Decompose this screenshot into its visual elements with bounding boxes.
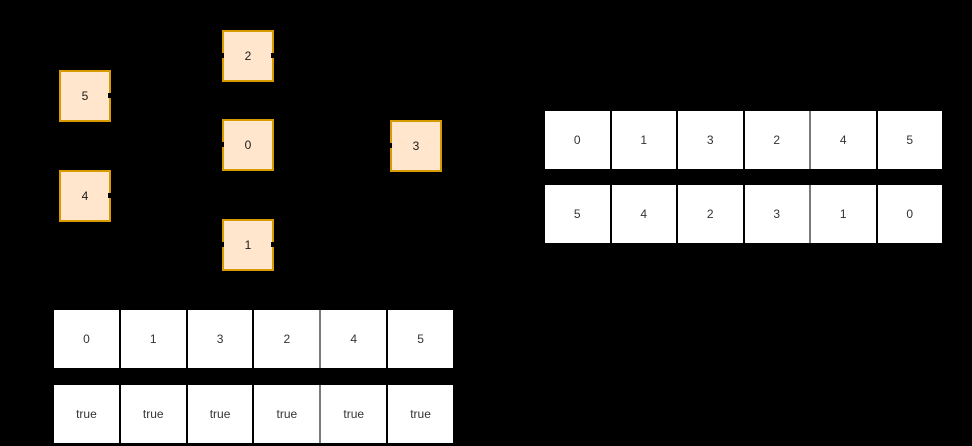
edge-endpoint-mark bbox=[220, 53, 224, 58]
array-cell: true bbox=[54, 385, 121, 443]
array-cell: 1 bbox=[120, 310, 188, 368]
array-cell: true bbox=[321, 385, 389, 443]
array-cell: 3 bbox=[187, 310, 255, 368]
graph-node-1: 1 bbox=[222, 219, 274, 271]
edge-endpoint-mark bbox=[271, 53, 275, 58]
edge-endpoint-mark bbox=[108, 193, 112, 198]
array-cell: 0 bbox=[54, 310, 121, 368]
array-cell: 4 bbox=[811, 111, 878, 169]
graph-node-3: 3 bbox=[390, 120, 442, 172]
array-cell: 2 bbox=[254, 310, 322, 368]
array-cell: 0 bbox=[877, 185, 942, 243]
array-cell: 1 bbox=[611, 111, 678, 169]
array-row-right-bottom: 5 4 2 3 1 0 bbox=[545, 185, 942, 243]
array-cell: 5 bbox=[877, 111, 942, 169]
array-cell: true bbox=[120, 385, 188, 443]
array-row-right-top: 0 1 3 2 4 5 bbox=[545, 111, 942, 169]
edge-endpoint-mark bbox=[220, 142, 224, 147]
array-cell: 4 bbox=[611, 185, 678, 243]
array-cell: true bbox=[388, 385, 453, 443]
array-cell: 2 bbox=[678, 185, 745, 243]
graph-node-0: 0 bbox=[222, 119, 274, 171]
array-row-left-bottom: true true true true true true bbox=[54, 385, 453, 443]
graph-node-2: 2 bbox=[222, 30, 274, 82]
edge-endpoint-mark bbox=[388, 143, 392, 148]
array-cell: true bbox=[187, 385, 255, 443]
array-cell: 5 bbox=[388, 310, 453, 368]
edge-endpoint-mark bbox=[108, 93, 112, 98]
array-cell: 1 bbox=[811, 185, 878, 243]
array-cell: 3 bbox=[678, 111, 745, 169]
array-cell: 2 bbox=[744, 111, 811, 169]
array-row-left-top: 0 1 3 2 4 5 bbox=[54, 310, 453, 368]
graph-node-4: 4 bbox=[59, 170, 111, 222]
array-cell: true bbox=[254, 385, 322, 443]
array-cell: 5 bbox=[545, 185, 612, 243]
edge-endpoint-mark bbox=[271, 242, 275, 247]
array-cell: 0 bbox=[545, 111, 612, 169]
edge-endpoint-mark bbox=[220, 242, 224, 247]
array-cell: 3 bbox=[744, 185, 811, 243]
array-cell: 4 bbox=[321, 310, 389, 368]
graph-node-5: 5 bbox=[59, 70, 111, 122]
